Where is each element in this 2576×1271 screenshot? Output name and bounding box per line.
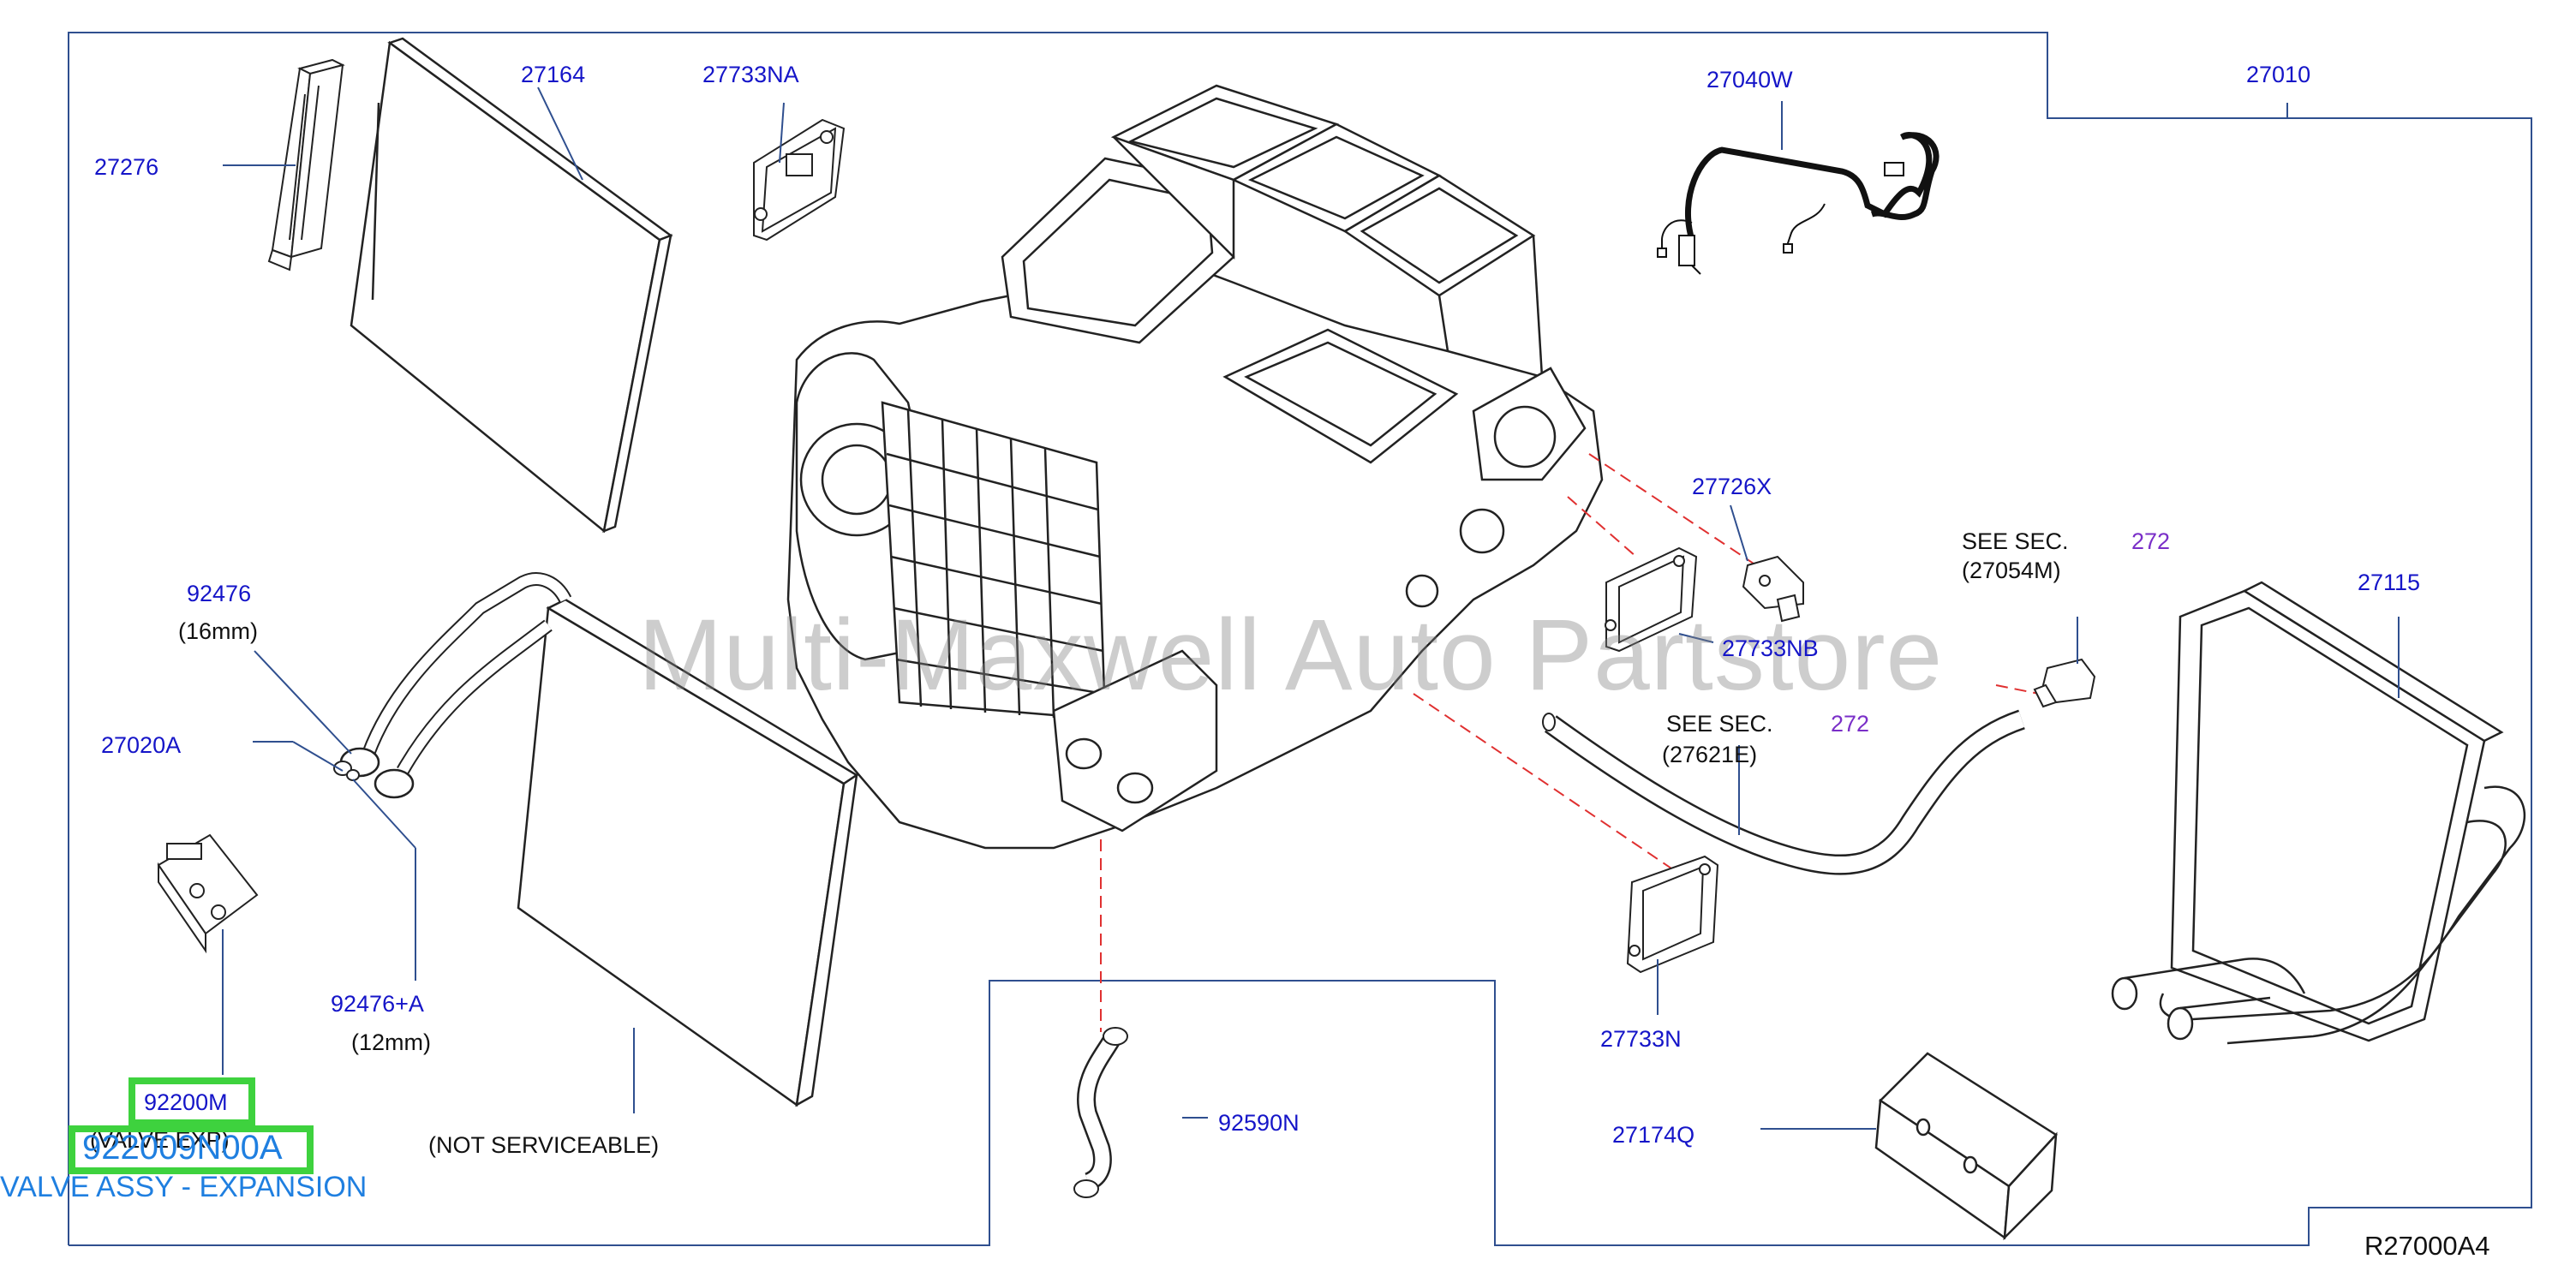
part-label-27174q[interactable]: 27174Q bbox=[1612, 1122, 1695, 1148]
part-size-92476: (16mm) bbox=[178, 618, 258, 644]
part-label-27733n[interactable]: 27733N bbox=[1600, 1026, 1682, 1052]
diagram-frame bbox=[68, 32, 2532, 1246]
part-label-92590n[interactable]: 92590N bbox=[1218, 1110, 1300, 1136]
actuator-na-part bbox=[753, 118, 846, 242]
part-label-92476a[interactable]: 92476+A bbox=[331, 991, 424, 1017]
part-size-92476a: (12mm) bbox=[351, 1029, 431, 1055]
see-sec-label-1: SEE SEC. bbox=[1962, 528, 2069, 554]
foam-pad-part bbox=[1874, 1052, 2058, 1241]
leader-lines bbox=[222, 87, 2400, 1130]
evaporator-part bbox=[339, 572, 859, 1107]
not-serviceable-note: (NOT SERVICEABLE) bbox=[428, 1132, 660, 1158]
aspirator-hose-part bbox=[1542, 709, 2025, 875]
selected-part-number[interactable]: 922009N00A bbox=[82, 1129, 283, 1167]
drain-hose-part bbox=[1073, 1027, 1128, 1198]
part-label-27733na[interactable]: 27733NA bbox=[702, 62, 799, 87]
part-label-27733nb[interactable]: 27733NB bbox=[1722, 636, 1819, 661]
assembly-dashed-lines bbox=[1100, 453, 2040, 1032]
selected-part-highlight[interactable] bbox=[129, 1077, 255, 1126]
o-ring-parts bbox=[333, 761, 360, 781]
wire-harness-part bbox=[1657, 132, 1939, 275]
part-label-27010[interactable]: 27010 bbox=[2246, 62, 2311, 87]
see-sec-part-27054m: (27054M) bbox=[1962, 558, 2061, 583]
part-label-27115[interactable]: 27115 bbox=[2358, 570, 2421, 595]
diagram-code: R27000A4 bbox=[2364, 1231, 2490, 1261]
heater-unit-assembly bbox=[786, 84, 1604, 850]
expansion-valve-part bbox=[157, 833, 259, 954]
actuator-nb-part bbox=[1605, 546, 1698, 653]
part-label-27040w[interactable]: 27040W bbox=[1706, 67, 1793, 92]
see-sec-part-27621e: (27621E) bbox=[1662, 742, 1758, 767]
see-sec-label-2: SEE SEC. bbox=[1666, 711, 1773, 737]
actuator-n-part bbox=[1626, 855, 1719, 974]
sensor-x-part bbox=[1742, 555, 1804, 623]
watermark-text: Multi-Maxwell Auto Partstore bbox=[638, 599, 1944, 712]
see-sec-link-2[interactable]: 272 bbox=[1831, 711, 1870, 737]
heater-core-part bbox=[2111, 581, 2526, 1045]
part-label-92200m[interactable]: 92200M bbox=[144, 1089, 228, 1115]
selected-part-number-highlight[interactable] bbox=[69, 1125, 314, 1174]
see-sec-link-1[interactable]: 272 bbox=[2131, 528, 2171, 554]
part-label-27726x[interactable]: 27726X bbox=[1692, 474, 1772, 499]
seal-strip-part bbox=[267, 58, 345, 272]
part-label-27020a[interactable]: 27020A bbox=[101, 732, 182, 758]
part-label-27164[interactable]: 27164 bbox=[521, 62, 586, 87]
part-label-92476[interactable]: 92476 bbox=[187, 581, 252, 606]
selected-part-description: VALVE ASSY - EXPANSION bbox=[0, 1171, 368, 1203]
part-label-27276[interactable]: 27276 bbox=[94, 154, 159, 180]
cabin-filter-part bbox=[350, 37, 673, 534]
sensor-m-part bbox=[2033, 658, 2096, 708]
